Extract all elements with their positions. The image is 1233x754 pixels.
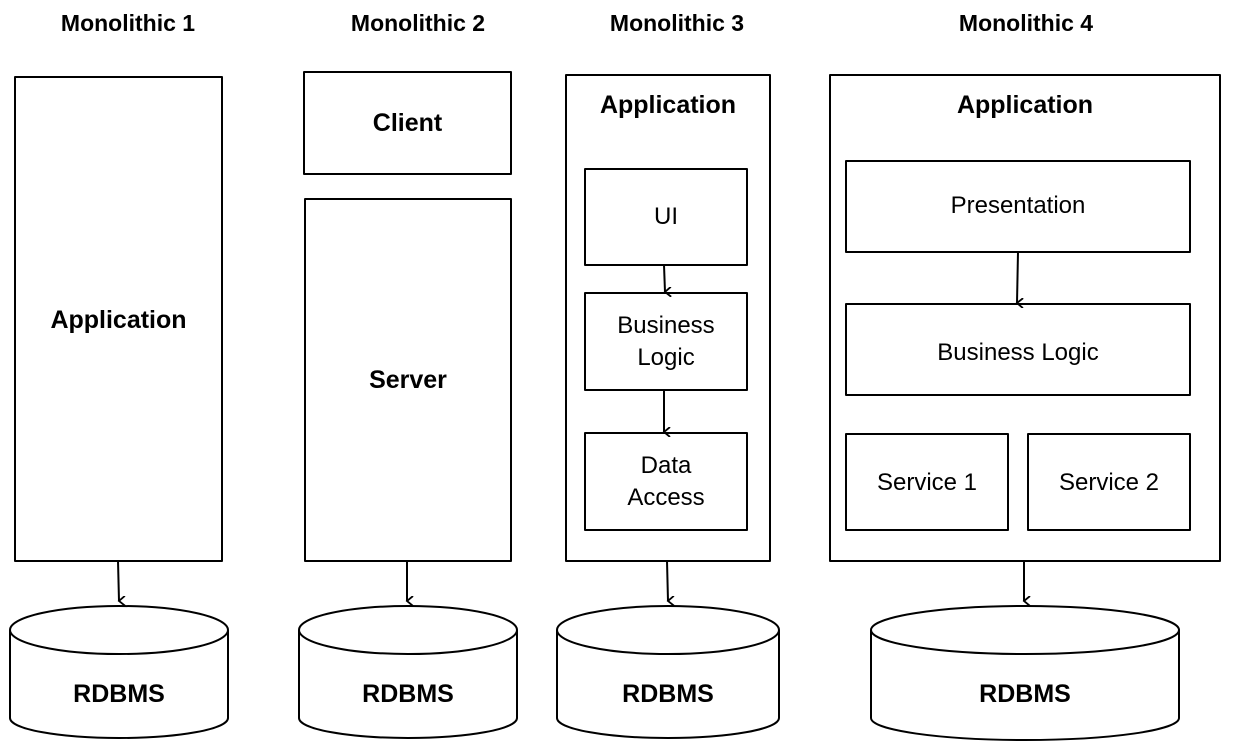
column-title-4: Monolithic 4 [958,10,1094,36]
service-2-label: Service 2 [1058,469,1160,496]
service-1-box [845,433,1009,531]
client-label: Client [372,109,443,137]
db-label-2: RDBMS [362,680,454,708]
application-label-1: Application [50,306,187,334]
server-label: Server [369,366,447,394]
arrow-ui-to-business [663,264,665,292]
ui-box [584,168,748,266]
application-label-3: Application [599,91,737,119]
column-title-3: Monolithic 3 [609,10,745,36]
column-title-2: Monolithic 2 [350,10,486,36]
service-1-label: Service 1 [876,469,978,496]
arrow-app-to-db-3 [666,560,668,601]
application-label-4: Application [956,91,1094,119]
db-label-1: RDBMS [73,680,165,708]
ui-label: UI [654,203,678,230]
arrow-app-to-db-1 [117,560,119,601]
arrow-presentation-to-business [1017,251,1018,303]
database-cylinder-4 [870,605,1180,741]
database-cylinder-3 [556,605,780,739]
db-label-4: RDBMS [979,680,1071,708]
service-2-box [1027,433,1191,531]
database-cylinder-1 [9,605,229,739]
database-cylinder-2 [298,605,518,739]
presentation-label: Presentation [950,192,1086,219]
business-logic-label-3: Business Logic [617,312,715,371]
column-title-1: Monolithic 1 [60,10,196,36]
client-box [303,71,512,175]
business-logic-label-4: Business Logic [937,339,1099,366]
data-access-label: Data Access [627,452,705,511]
db-label-3: RDBMS [622,680,714,708]
